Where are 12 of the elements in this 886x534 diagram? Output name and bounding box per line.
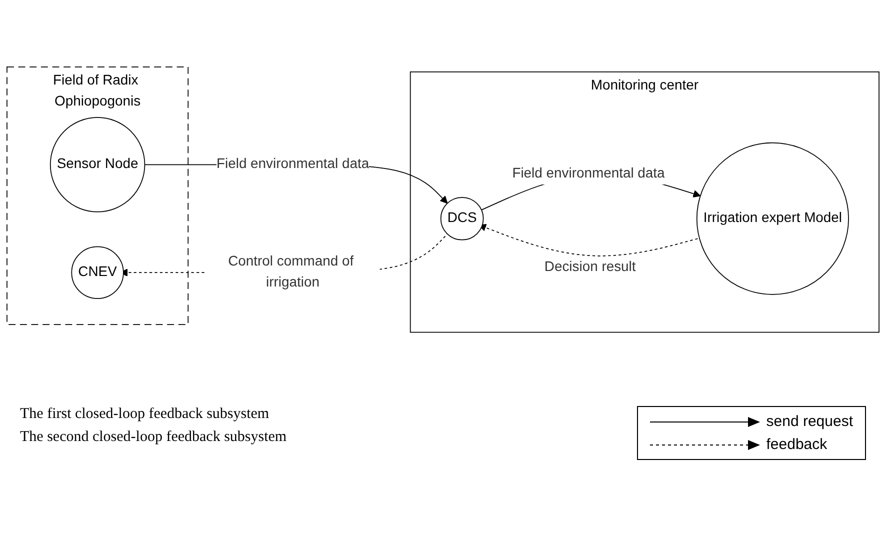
- legend-text: send request: [766, 413, 853, 430]
- edge-label: Control command of irrigation: [228, 254, 354, 290]
- node-circle: Sensor Node: [50, 117, 146, 213]
- subsystem-note: The first closed-loop feedback subsystem: [20, 406, 270, 423]
- legend-text: feedback: [766, 436, 828, 453]
- edge-label: Field environmental data: [512, 166, 665, 182]
- node-circle: Irrigation expert Model: [696, 142, 849, 296]
- subsystem-note: The second closed-loop feedback subsystem: [20, 429, 287, 446]
- edge-label: Decision result: [544, 260, 636, 275]
- node-circle: CNEV: [71, 246, 124, 300]
- edge-label: Field environmental data: [216, 157, 370, 172]
- node-circle: DCS: [440, 197, 484, 241]
